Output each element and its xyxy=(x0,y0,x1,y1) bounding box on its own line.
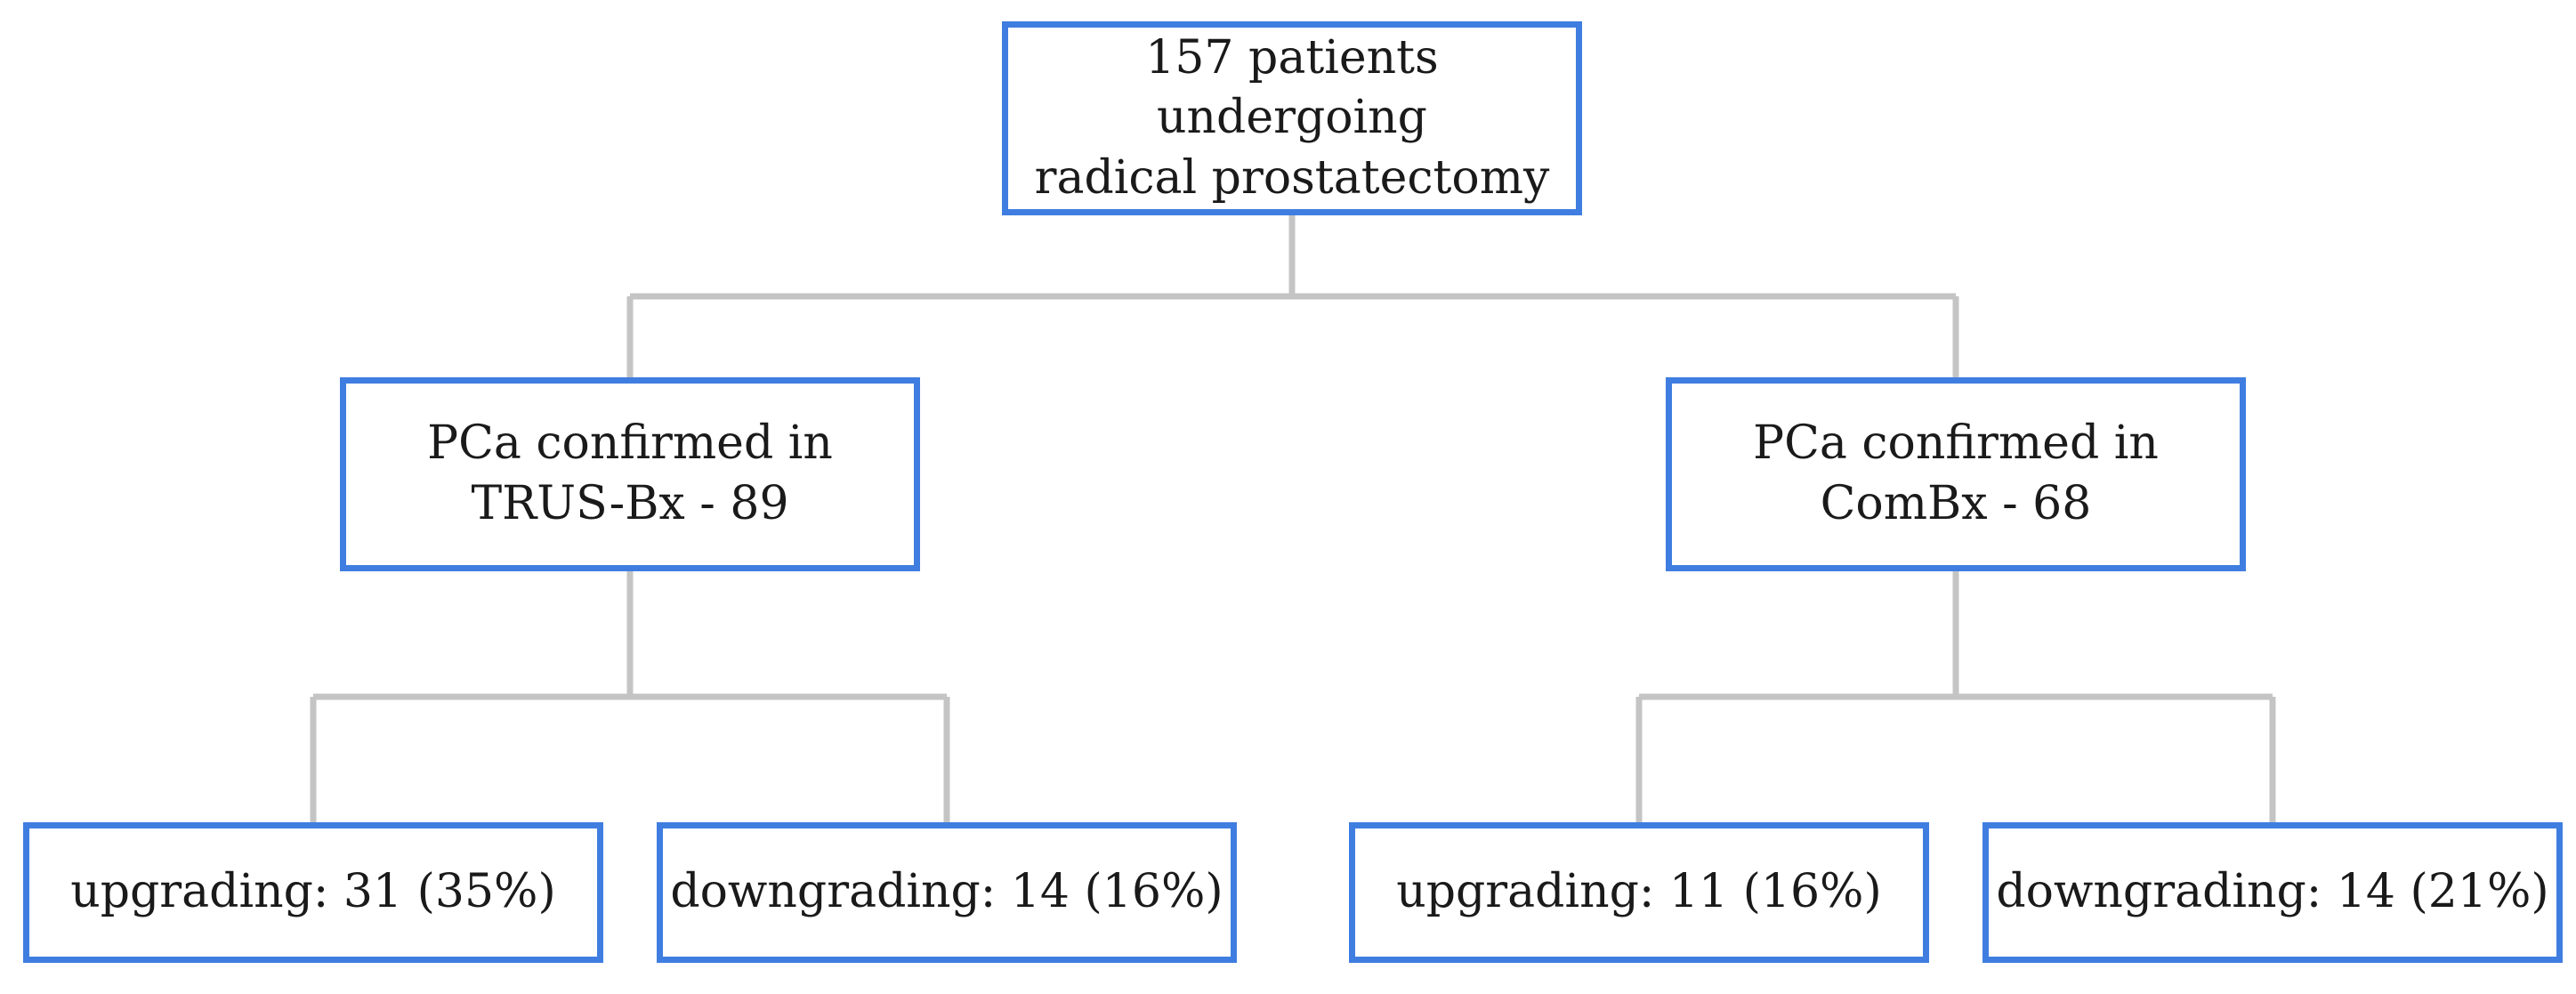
trus-bx-downgrading-label: downgrading: 14 (16%) xyxy=(670,865,1223,919)
root-node-line2: radical prostatectomy xyxy=(1034,150,1550,205)
trus-bx-node-line2: TRUS-Bx - 89 xyxy=(471,477,789,530)
combx-node-line2: ComBx - 68 xyxy=(1820,477,2092,530)
root-node-line1: 157 patients undergoing xyxy=(1145,30,1439,145)
trus-bx-downgrading-node: downgrading: 14 (16%) xyxy=(657,822,1237,963)
combx-node-line1: PCa confirmed in xyxy=(1753,416,2159,471)
root-node: 157 patients undergoing radical prostate… xyxy=(1002,21,1582,215)
trus-bx-upgrading-node: upgrading: 31 (35%) xyxy=(23,822,603,963)
combx-upgrading-label: upgrading: 11 (16%) xyxy=(1396,865,1882,919)
combx-node: PCa confirmed in ComBx - 68 xyxy=(1666,377,2246,571)
combx-downgrading-label: downgrading: 14 (21%) xyxy=(1996,865,2549,919)
trus-bx-node-line1: PCa confirmed in xyxy=(427,416,833,471)
combx-upgrading-node: upgrading: 11 (16%) xyxy=(1349,822,1929,963)
combx-downgrading-node: downgrading: 14 (21%) xyxy=(1982,822,2563,963)
trus-bx-upgrading-label: upgrading: 31 (35%) xyxy=(70,865,556,919)
trus-bx-node: PCa confirmed in TRUS-Bx - 89 xyxy=(340,377,920,571)
